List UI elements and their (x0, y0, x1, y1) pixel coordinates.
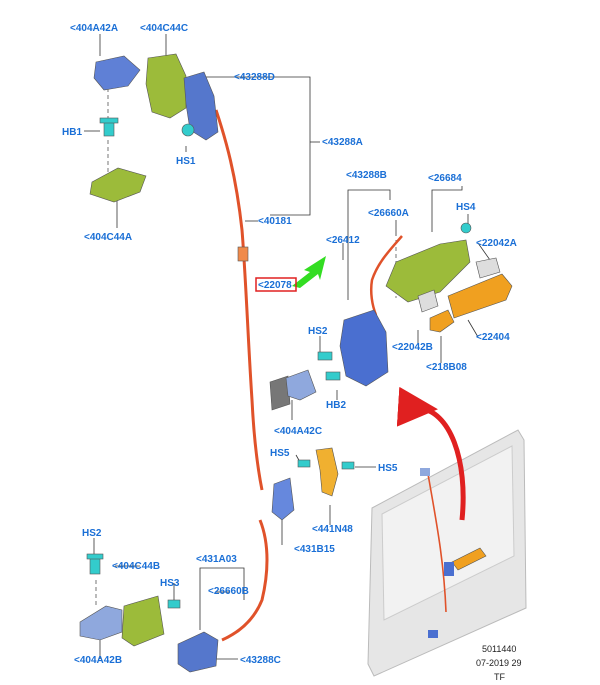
lower-latch-group (79, 553, 219, 673)
rear-door-illustration (367, 429, 527, 677)
lower-blue-latch (177, 631, 219, 673)
callout-404A42B: <404A42B (74, 655, 122, 666)
outer-handle (447, 273, 513, 319)
fastener-hs5a (297, 459, 311, 468)
callout-404C44B: <404C44B (112, 561, 160, 572)
footer-tag: TF (494, 672, 505, 682)
fastener-hs4 (460, 222, 472, 234)
callout-26660B: <26660B (208, 586, 249, 597)
fastener-hs3 (167, 599, 181, 609)
door-window (381, 445, 515, 621)
callout-404C44C: <404C44C (140, 23, 188, 34)
footer-date: 07-2019 29 (476, 658, 522, 668)
diagram-footer: 5011440 07-2019 29 TF (476, 644, 522, 682)
door-actuator-mini (444, 562, 454, 576)
upper-cable (214, 109, 264, 491)
door-bottom-latch-mini (428, 630, 438, 638)
lower-green-pad-b (121, 595, 165, 647)
cables (214, 109, 403, 642)
callout-22078: <22078 (258, 280, 292, 291)
callout-218B08: <218B08 (426, 362, 467, 373)
callout-26660A: <26660A (368, 208, 409, 219)
callout-hs3: HS3 (160, 578, 180, 589)
green-pointer-arrow-icon (292, 256, 326, 288)
callout-43288D: <43288D (234, 72, 275, 83)
handle-bracket (385, 239, 471, 303)
callout-hb2: HB2 (326, 400, 346, 411)
callout-hs5-left: HS5 (270, 448, 290, 459)
callout-40181: <40181 (258, 216, 292, 227)
handle-group (269, 222, 513, 411)
handle-gasket-b (417, 289, 439, 313)
handle-cap (429, 309, 455, 333)
fastener-hs2-bottom (86, 553, 104, 575)
door-top-latch-mini (420, 468, 430, 476)
lower-green-pad-a (89, 167, 147, 203)
middle-lock-group (271, 447, 355, 521)
right-cable (369, 235, 403, 316)
door-handle-mini (451, 547, 487, 571)
lower-hinge-plate (79, 605, 123, 641)
callout-22042A: <22042A (476, 238, 517, 249)
middle-orange-striker (315, 447, 339, 497)
callout-labels: <404A42A <404C44C <43288D <43288A HB1 HS… (62, 23, 517, 666)
callout-441N48: <441N48 (312, 524, 353, 535)
upper-latch-group (89, 53, 219, 203)
middle-blue-bracket (271, 477, 295, 521)
callout-43288A: <43288A (322, 137, 363, 148)
red-curved-arrow-icon (396, 386, 466, 521)
handle-gasket-a (475, 257, 501, 279)
upper-blue-latch (183, 71, 219, 141)
callout-hs2-upper: HS2 (308, 326, 328, 337)
lock-actuator (339, 309, 389, 387)
callout-431B15: <431B15 (294, 544, 335, 555)
callout-22404: <22404 (476, 332, 510, 343)
callout-26684: <26684 (428, 173, 462, 184)
callout-hs4: HS4 (456, 202, 476, 213)
lock-seal (269, 375, 291, 411)
callout-hs1: HS1 (176, 156, 196, 167)
fastener-hb2 (325, 371, 341, 381)
callout-22042B: <22042B (392, 342, 433, 353)
upper-green-bracket (145, 53, 187, 119)
fastener-hs5b (341, 461, 355, 470)
lock-bracket-c (285, 369, 317, 401)
callout-43288B: <43288B (346, 170, 387, 181)
upper-hinge-plate (93, 55, 141, 91)
callout-404A42C: <404A42C (274, 426, 322, 437)
callout-hs2-lower: HS2 (82, 528, 102, 539)
callout-431A03: <431A03 (196, 554, 237, 565)
fastener-hs1 (181, 123, 195, 137)
callout-hb1: HB1 (62, 127, 82, 138)
fastener-hb1 (99, 117, 119, 137)
callout-404C44A: <404C44A (84, 232, 132, 243)
callout-404A42A: <404A42A (70, 23, 118, 34)
door-inner-cable (427, 473, 447, 613)
cable-clip (237, 246, 249, 262)
callout-43288C: <43288C (240, 655, 281, 666)
callout-hs5-right: HS5 (378, 463, 398, 474)
callout-26412: <26412 (326, 235, 360, 246)
footer-code: 5011440 (482, 644, 516, 654)
fastener-hs2-top (317, 351, 333, 361)
highlight-box-icon (255, 277, 297, 292)
lower-cable (221, 519, 269, 642)
